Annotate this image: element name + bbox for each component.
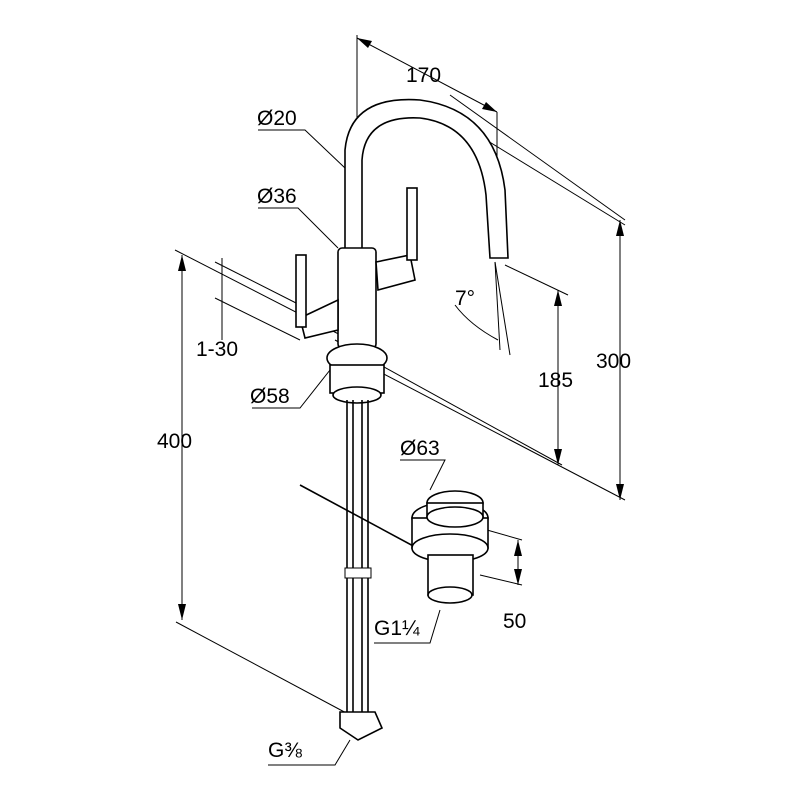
label-body-diameter: Ø36 [257, 185, 297, 208]
faucet-body [295, 98, 509, 741]
label-waste-thread: G1¼ [374, 617, 420, 640]
label-hose-thread: G⅜ [268, 739, 302, 762]
label-hose-length: 400 [157, 430, 192, 453]
waste-valve [411, 490, 489, 604]
label-deck-thickness: 1-30 [196, 338, 238, 361]
dimension-lines [174, 35, 626, 766]
label-base-diameter: Ø58 [250, 385, 290, 408]
label-total-height: 300 [596, 350, 631, 373]
label-spout-reach: 170 [406, 64, 441, 87]
label-spout-angle: 7° [455, 287, 475, 310]
label-waste-height: 50 [503, 610, 526, 633]
label-waste-diameter: Ø63 [400, 437, 440, 460]
label-spout-diameter: Ø20 [257, 107, 297, 130]
label-spout-height: 185 [538, 369, 573, 392]
